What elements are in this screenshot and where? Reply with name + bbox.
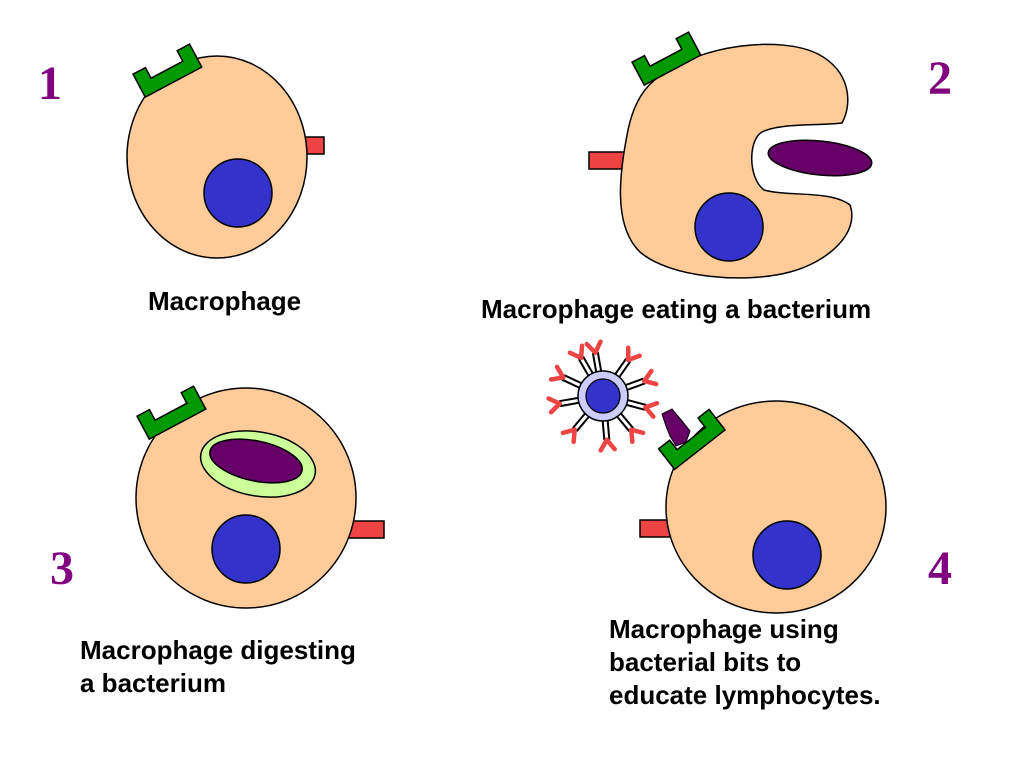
antibody-stem-line (615, 415, 631, 432)
antibody-arm (567, 350, 584, 361)
antibody-4 (625, 398, 660, 419)
antibody-stem-line (626, 398, 647, 406)
caption-step-2: Macrophage eating a bacterium (481, 293, 871, 326)
step-number-2: 2 (928, 52, 952, 105)
antibody-stem-line (572, 412, 587, 429)
panel-3 (135, 385, 385, 609)
antibody-5 (615, 412, 646, 445)
caption-step-4: Macrophage using bacterial bits to educa… (609, 613, 881, 712)
nucleus-2 (694, 192, 764, 262)
antibody-arm (571, 427, 577, 445)
antibody-stem-line (596, 352, 603, 373)
antibody-stem-line (577, 358, 590, 377)
caption-4-line-1: Macrophage using (609, 614, 839, 644)
caption-4-line-3: educate lymphocytes. (609, 680, 881, 710)
step-number-1: 1 (38, 57, 62, 110)
caption-3-line-2: a bacterium (80, 668, 226, 698)
caption-step-1: Macrophage (148, 285, 301, 318)
antibody-arm (642, 368, 654, 384)
antibody-2 (613, 345, 642, 379)
panel-2 (588, 31, 873, 279)
bacterial-fragment-4 (661, 408, 691, 447)
antibody-stem-line (561, 378, 581, 390)
antibody-stem-line (582, 356, 595, 375)
antibody-stem-line (613, 357, 628, 376)
step-number-3: 3 (50, 542, 74, 595)
antibody-stem-line (563, 374, 583, 385)
antibody-stem-line (619, 412, 634, 429)
antibody-stem-line (559, 401, 580, 408)
green-receptor-2 (631, 31, 702, 87)
antibody-6 (598, 419, 617, 453)
antibody-stem-line (606, 419, 611, 440)
caption-3-line-1: Macrophage digesting (80, 635, 356, 665)
bacterium-2 (767, 139, 873, 177)
antibody-stem-line (559, 396, 580, 403)
green-receptor-4 (657, 408, 727, 471)
antibody-stem-line (575, 415, 591, 432)
panel-4 (546, 339, 887, 614)
nucleus-1 (203, 158, 273, 228)
red-receptor-3 (348, 520, 385, 539)
antibody-arm (548, 401, 562, 415)
antibody-stem-line (625, 403, 646, 411)
lymphocyte-nucleus (585, 378, 621, 414)
caption-2-line-1: Macrophage eating a bacterium (481, 294, 872, 324)
antibody-stem-line (591, 352, 598, 373)
antibody-stem-line (617, 360, 632, 379)
caption-step-3: Macrophage digesting a bacterium (80, 634, 356, 700)
antibody-arm (584, 341, 598, 355)
nucleus-3 (211, 514, 281, 584)
antibody-arm (629, 427, 646, 436)
green-receptor-1 (132, 43, 203, 99)
antibody-10 (567, 343, 595, 377)
antibody-arm (548, 375, 566, 382)
green-receptor-3 (136, 385, 207, 441)
antibody-stem-line (626, 382, 646, 392)
macrophage-cell-2 (619, 43, 853, 279)
panel-1 (126, 43, 325, 259)
caption-1-line-1: Macrophage (148, 286, 302, 316)
bacterium-3 (209, 438, 303, 484)
caption-4-line-2: bacterial bits to (609, 647, 802, 677)
antibody-8 (546, 396, 580, 415)
antibody-arm (643, 400, 660, 410)
macrophage-cell-4 (665, 400, 887, 614)
antibody-stem-line (624, 377, 644, 387)
antibody-9 (548, 364, 583, 390)
antibody-arm (604, 437, 617, 452)
step-number-4: 4 (928, 542, 952, 595)
nucleus-4 (752, 520, 822, 590)
antibody-1 (584, 339, 603, 373)
antibody-3 (624, 368, 659, 392)
antibody-7 (560, 412, 591, 445)
macrophage-cell-3 (135, 387, 357, 609)
lymphocyte-4 (546, 339, 660, 453)
antibody-stem-line (601, 420, 606, 441)
